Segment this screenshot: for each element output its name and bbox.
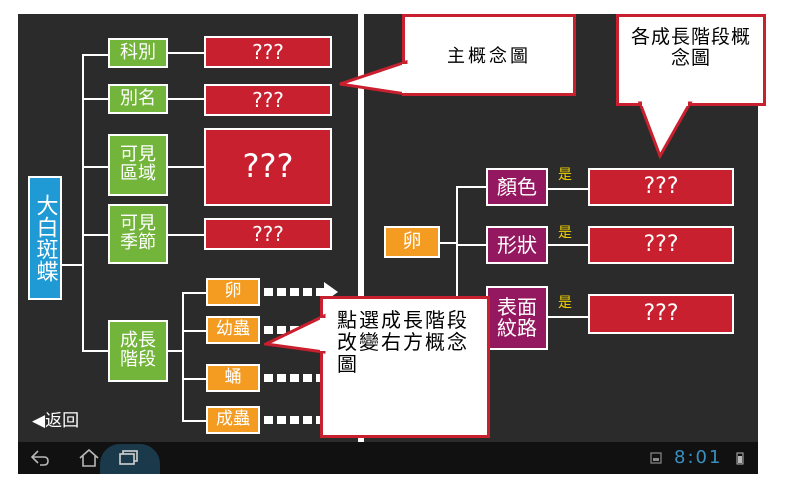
attribute-texture: 表面紋路 [486,286,548,350]
callout-pointer-icon [264,313,326,354]
stage-adult-button[interactable]: 成蟲 [206,406,260,434]
connector-line [168,98,204,100]
connector-line [456,186,458,320]
connector-label: 是 [558,225,572,241]
connector-line [168,166,204,168]
attribute-shape: 形狀 [486,226,548,264]
connector-label: 是 [558,167,572,183]
connector-line [548,188,588,190]
connector-line [456,244,486,246]
connector-line [168,350,184,352]
value-shape: ??? [588,226,734,264]
root-node: 大白斑蝶 [28,176,62,300]
system-nav-bar: 8:01 [18,442,758,474]
connector-line [182,330,206,332]
category-growth-stage: 成長階段 [108,320,168,382]
back-nav-icon[interactable] [30,449,50,467]
callout-stage-map: 各成長階段概念圖 [616,14,766,106]
connector-line [62,264,84,266]
connector-line [548,316,588,318]
connector-line [168,234,204,236]
category-family: 科別 [108,38,168,68]
connector-line [82,54,108,56]
connector-line [82,98,108,100]
callout-pointer-icon [339,59,408,96]
stage-larva-button[interactable]: 幼蟲 [206,316,260,344]
callout-pointer-icon [637,100,693,160]
callout-select-stage: 點選成長階段改變右方概念圖 [320,296,490,438]
back-button[interactable]: ◀返回 [32,411,80,431]
connector-line [548,244,588,246]
connector-line [82,166,108,168]
value-family: ??? [204,36,332,68]
callout-main-map: 主概念圖 [402,14,576,96]
connector-line [456,186,486,188]
stage-node-egg: 卵 [384,226,440,258]
value-alias: ??? [204,84,332,116]
recent-apps-icon[interactable] [118,449,140,467]
connector-line [182,292,206,294]
home-nav-icon[interactable] [78,448,100,468]
panel-divider [358,14,364,442]
connector-line [82,234,108,236]
connector-line [440,242,458,244]
stage-pupa-button[interactable]: 蛹 [206,364,260,392]
arrow-dash [264,288,324,296]
screenshot-icon [650,452,662,464]
connector-line [182,378,206,380]
connector-label: 是 [558,295,572,311]
value-texture: ??? [588,294,734,334]
value-season: ??? [204,218,332,250]
battery-icon [736,452,744,465]
connector-line [168,52,204,54]
value-color: ??? [588,168,734,206]
connector-line [82,54,84,350]
category-area: 可見區域 [108,134,168,196]
clock: 8:01 [674,447,723,468]
category-alias: 別名 [108,84,168,114]
connector-line [182,292,184,420]
arrow-dash [264,416,324,424]
value-area: ??? [204,128,332,206]
category-season: 可見季節 [108,204,168,264]
connector-line [182,420,206,422]
stage-egg-button[interactable]: 卵 [206,278,260,306]
arrow-dash [264,374,324,382]
connector-line [82,350,108,352]
attribute-color: 顏色 [486,168,548,206]
